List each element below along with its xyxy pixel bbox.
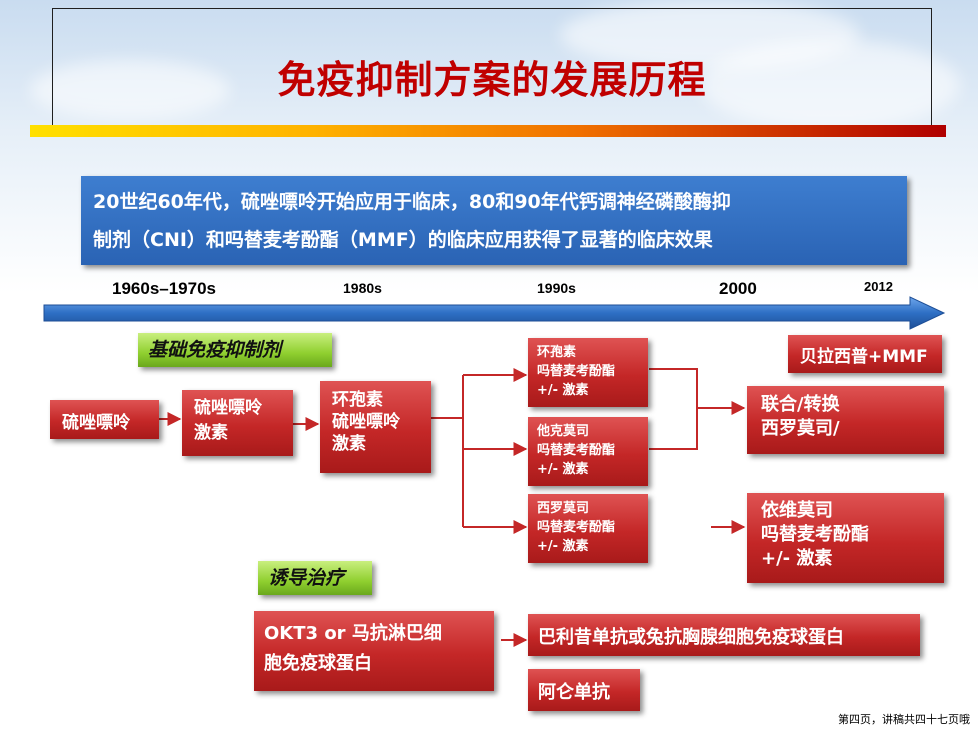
box-line: OKT3 or 马抗淋巴细	[264, 623, 442, 644]
belatacept-mmf-box: 贝拉西普+MMF	[788, 335, 942, 373]
summary-line-2: 制剂（CNI）和吗替麦考酚酯（MMF）的临床应用获得了显著的临床效果	[93, 229, 713, 251]
year-label-2000: 2000	[719, 279, 757, 298]
aza-steroid-box: 硫唑嘌呤 激素	[182, 390, 293, 456]
basiliximab-atg-box: 巴利昔单抗或兔抗胸腺细胞免疫球蛋白	[528, 614, 920, 656]
year-label-1980s: 1980s	[343, 280, 382, 296]
box-line: 胞免疫球蛋白	[264, 653, 372, 674]
box-line: 阿仑单抗	[538, 682, 610, 703]
alemtuzumab-box: 阿仑单抗	[528, 669, 640, 711]
box-line: +/- 激素	[537, 539, 589, 554]
year-label-1990s: 1990s	[537, 280, 576, 296]
basic-immunosuppressant-tag: 基础免疫抑制剂	[138, 333, 332, 367]
box-line: +/- 激素	[537, 462, 589, 477]
box-line: 西罗莫司	[537, 501, 590, 516]
merge-connector	[649, 368, 698, 450]
summary-line-1: 20世纪60年代，硫唑嘌呤开始应用于临床，80和90年代钙调神经磷酸酶抑	[93, 191, 731, 213]
induction-therapy-tag: 诱导治疗	[258, 561, 372, 595]
tac-mmf-box: 他克莫司 吗替麦考酚酯 +/- 激素	[528, 417, 648, 486]
srl-mmf-box: 西罗莫司 吗替麦考酚酯 +/- 激素	[528, 494, 648, 563]
box-line: 硫唑嘌呤	[194, 398, 262, 418]
box-line: +/- 激素	[761, 548, 833, 569]
summary-banner: 20世纪60年代，硫唑嘌呤开始应用于临床，80和90年代钙调神经磷酸酶抑 制剂（…	[81, 176, 907, 265]
box-line: 激素	[194, 423, 228, 443]
year-label-1960s-1970s: 1960s–1970s	[112, 279, 217, 298]
box-line: 环孢素	[537, 345, 577, 360]
box-line: 他克莫司	[537, 424, 590, 439]
box-line: 依维莫司	[761, 500, 833, 521]
combine-switch-box: 联合/转换 西罗莫司/	[747, 386, 944, 454]
page-title: 免疫抑制方案的发展历程	[277, 58, 707, 102]
evr-mmf-box: 依维莫司 吗替麦考酚酯 +/- 激素	[747, 493, 944, 583]
csa-mmf-box: 环孢素 吗替麦考酚酯 +/- 激素	[528, 338, 648, 407]
box-line: 吗替麦考酚酯	[761, 524, 869, 545]
title-underline-bar	[30, 125, 946, 137]
box-line: 环孢素	[332, 390, 383, 410]
box-line: 联合/转换	[761, 394, 840, 415]
box-line: 硫唑嘌呤	[332, 412, 400, 432]
box-line: 巴利昔单抗或兔抗胸腺细胞免疫球蛋白	[538, 627, 844, 648]
box-line: +/- 激素	[537, 383, 589, 398]
box-line: 硫唑嘌呤	[62, 413, 130, 433]
okt3-alg-box: OKT3 or 马抗淋巴细 胞免疫球蛋白	[254, 611, 494, 691]
box-line: 吗替麦考酚酯	[537, 520, 616, 535]
box-line: 吗替麦考酚酯	[537, 364, 616, 379]
azathioprine-box: 硫唑嘌呤	[50, 400, 159, 439]
box-line: 贝拉西普+MMF	[800, 347, 928, 367]
timeline-arrow	[43, 296, 946, 330]
year-label-2012: 2012	[864, 279, 893, 294]
box-line: 激素	[332, 434, 366, 454]
box-line: 西罗莫司/	[761, 418, 840, 439]
box-line: 吗替麦考酚酯	[537, 443, 616, 458]
page-footer: 第四页，讲稿共四十七页哦	[838, 713, 970, 726]
csa-aza-steroid-box: 环孢素 硫唑嘌呤 激素	[320, 381, 431, 473]
